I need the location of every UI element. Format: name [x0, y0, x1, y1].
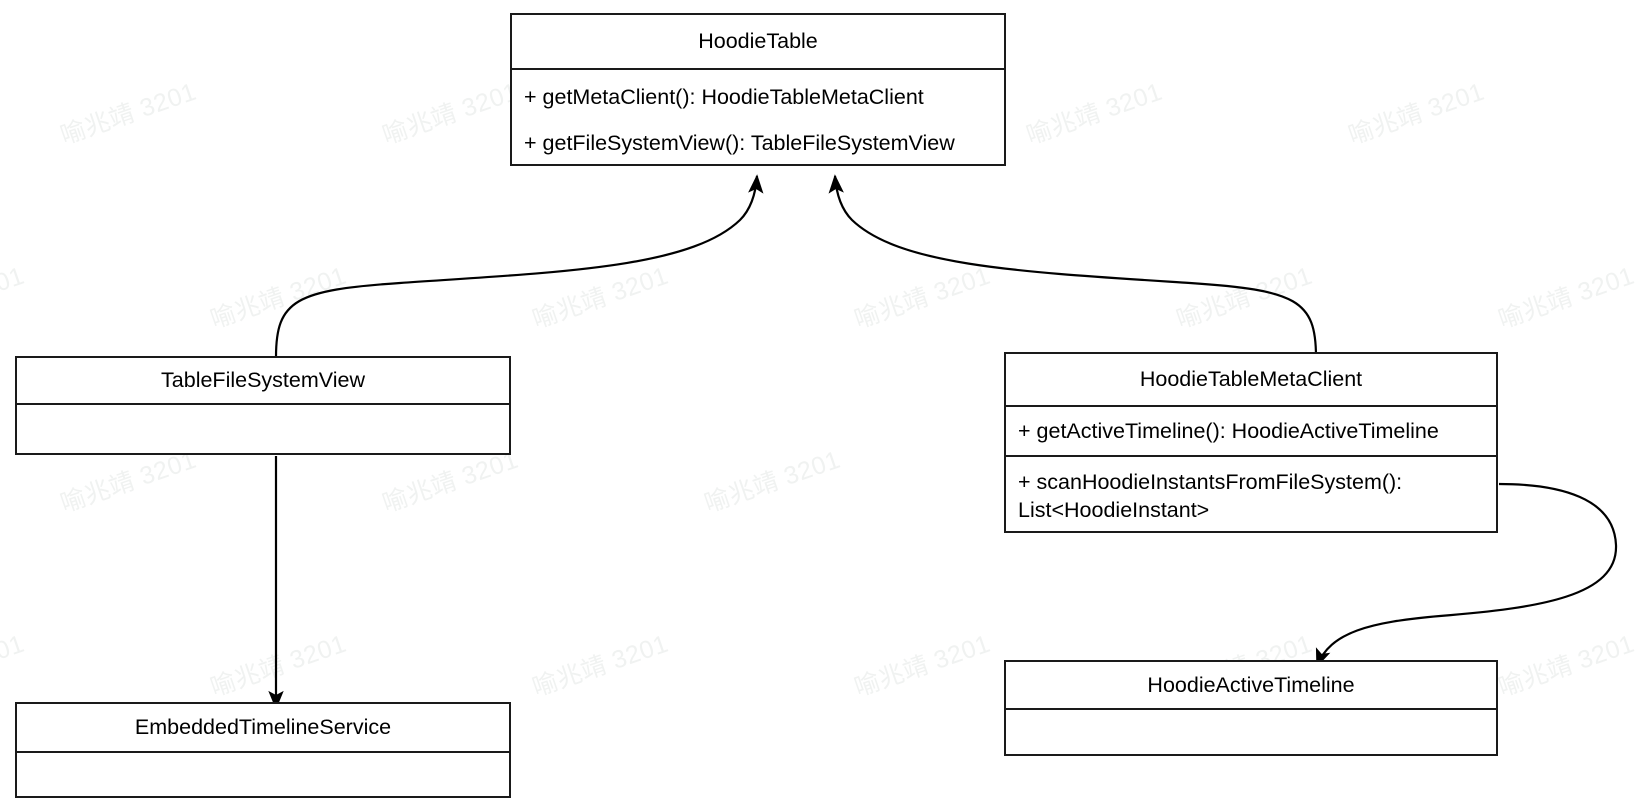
watermark-text: 喻兆靖 3201 [1172, 261, 1316, 335]
watermark-text: 喻兆靖 3201 [1022, 77, 1166, 151]
watermark-text: 喻兆靖 3201 [0, 261, 28, 335]
watermark-text: 喻兆靖 3201 [1494, 629, 1638, 703]
class-member: + getFileSystemView(): TableFileSystemVi… [524, 131, 955, 155]
class-member: + getMetaClient(): HoodieTableMetaClient [524, 84, 924, 109]
class-members-table-file-system-view [17, 403, 509, 453]
class-box-embedded-timeline-service[interactable]: EmbeddedTimelineService [15, 702, 511, 798]
watermark-text: 喻兆靖 3201 [699, 808, 845, 812]
watermark-text: 喻兆靖 3201 [528, 629, 672, 703]
watermark-text: 喻兆靖 3201 [1344, 77, 1488, 151]
edge-metaclient-to-hoodietable [828, 174, 1318, 358]
class-title-hoodie-table-meta-client: HoodieTableMetaClient [1139, 367, 1363, 391]
watermark-text: 喻兆靖 3201 [378, 77, 522, 151]
class-title-hoodie-table: HoodieTable [698, 29, 818, 53]
class-member: + scanHoodieInstantsFromFileSystem(): Li… [1018, 469, 1403, 522]
watermark-text: 喻兆靖 3201 [528, 261, 672, 335]
watermark-text: 喻兆靖 3201 [206, 629, 350, 703]
watermark-text: 喻兆靖 3201 [0, 629, 28, 703]
watermark-text: 喻兆靖 3201 [850, 261, 994, 335]
watermark-text: 喻兆靖 3201 [850, 629, 994, 703]
class-members-embedded-timeline-service [17, 751, 509, 796]
class-title-embedded-timeline-service: EmbeddedTimelineService [134, 715, 392, 739]
watermark-text: 喻兆靖 3201 [55, 808, 201, 812]
watermark-text: 喻兆靖 3201 [1343, 808, 1489, 812]
class-members-meta-client-first: + getActiveTimeline(): HoodieActiveTimel… [1006, 405, 1496, 455]
class-box-hoodie-table[interactable]: HoodieTable + getMetaClient(): HoodieTab… [510, 13, 1006, 166]
watermark-text: 喻兆靖 3201 [56, 77, 200, 151]
watermark-text: 喻兆靖 3201 [700, 445, 844, 519]
watermark-text: 喻兆靖 3201 [206, 261, 350, 335]
class-box-table-file-system-view[interactable]: TableFileSystemView [15, 356, 511, 455]
class-members-hoodie-active-timeline [1006, 708, 1496, 754]
class-title-hoodie-active-timeline: HoodieActiveTimeline [1147, 672, 1355, 697]
class-members-meta-client-second: + scanHoodieInstantsFromFileSystem(): Li… [1006, 455, 1496, 531]
edge-tablefsview-to-hoodietable [274, 174, 764, 358]
watermark-text: 喻兆靖 3201 [1494, 261, 1638, 335]
class-box-hoodie-active-timeline[interactable]: HoodieActiveTimeline [1004, 660, 1498, 756]
watermark-text: 喻兆靖 3201 [377, 808, 523, 812]
watermark-text: 喻兆靖 3201 [1021, 808, 1167, 812]
class-title-table-file-system-view: TableFileSystemView [161, 368, 365, 392]
class-members-hoodie-table: + getMetaClient(): HoodieTableMetaClient… [512, 68, 1004, 164]
class-box-hoodie-table-meta-client[interactable]: HoodieTableMetaClient + getActiveTimelin… [1004, 352, 1498, 533]
class-member: + getActiveTimeline(): HoodieActiveTimel… [1018, 418, 1439, 443]
